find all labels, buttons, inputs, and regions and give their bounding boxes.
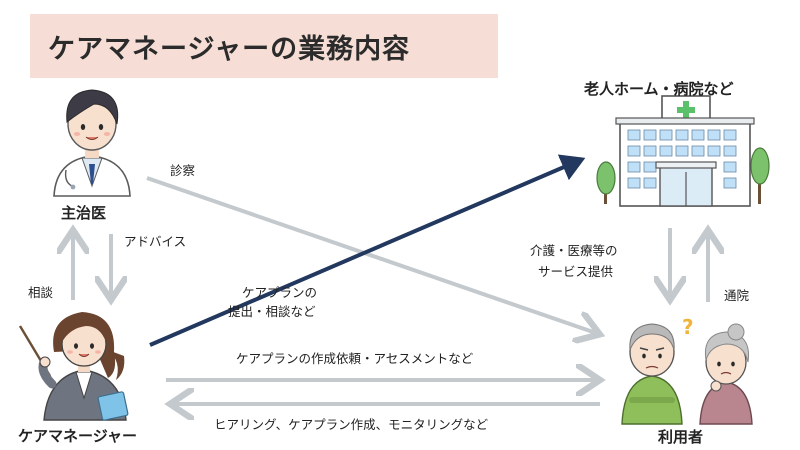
node-label-doctor: 主治医 bbox=[61, 204, 107, 222]
edge-label-advice: アドバイス bbox=[124, 234, 187, 249]
edge-label-care-services-line2: サービス提供 bbox=[538, 264, 614, 279]
edge-label-hospital-visit: 通院 bbox=[724, 288, 750, 303]
edge-label-request: ケアプランの作成依頼・アセスメントなど bbox=[236, 351, 474, 366]
node-label-care-manager: ケアマネージャー bbox=[18, 427, 137, 445]
arrow-doctor-to-users bbox=[146, 176, 596, 333]
node-label-users: 利用者 bbox=[658, 428, 704, 446]
edge-label-care-plan-line1: ケアプランの bbox=[242, 285, 318, 300]
edge-label-care-plan-line2: 提出・相談など bbox=[228, 304, 316, 319]
title-banner: ケアマネージャーの業務内容 bbox=[30, 14, 498, 78]
edge-label-soudan: 相談 bbox=[28, 285, 54, 300]
node-label-facility: 老人ホーム・病院など bbox=[584, 80, 734, 98]
edge-label-care-services-line1: 介護・医療等の bbox=[530, 243, 618, 258]
page-title: ケアマネージャーの業務内容 bbox=[48, 33, 411, 65]
arrow-caremanager-to-facility bbox=[149, 154, 586, 347]
edge-label-response: ヒアリング、ケアプラン作成、モニタリングなど bbox=[214, 417, 489, 432]
edge-label-consultation: 診察 bbox=[170, 163, 196, 178]
